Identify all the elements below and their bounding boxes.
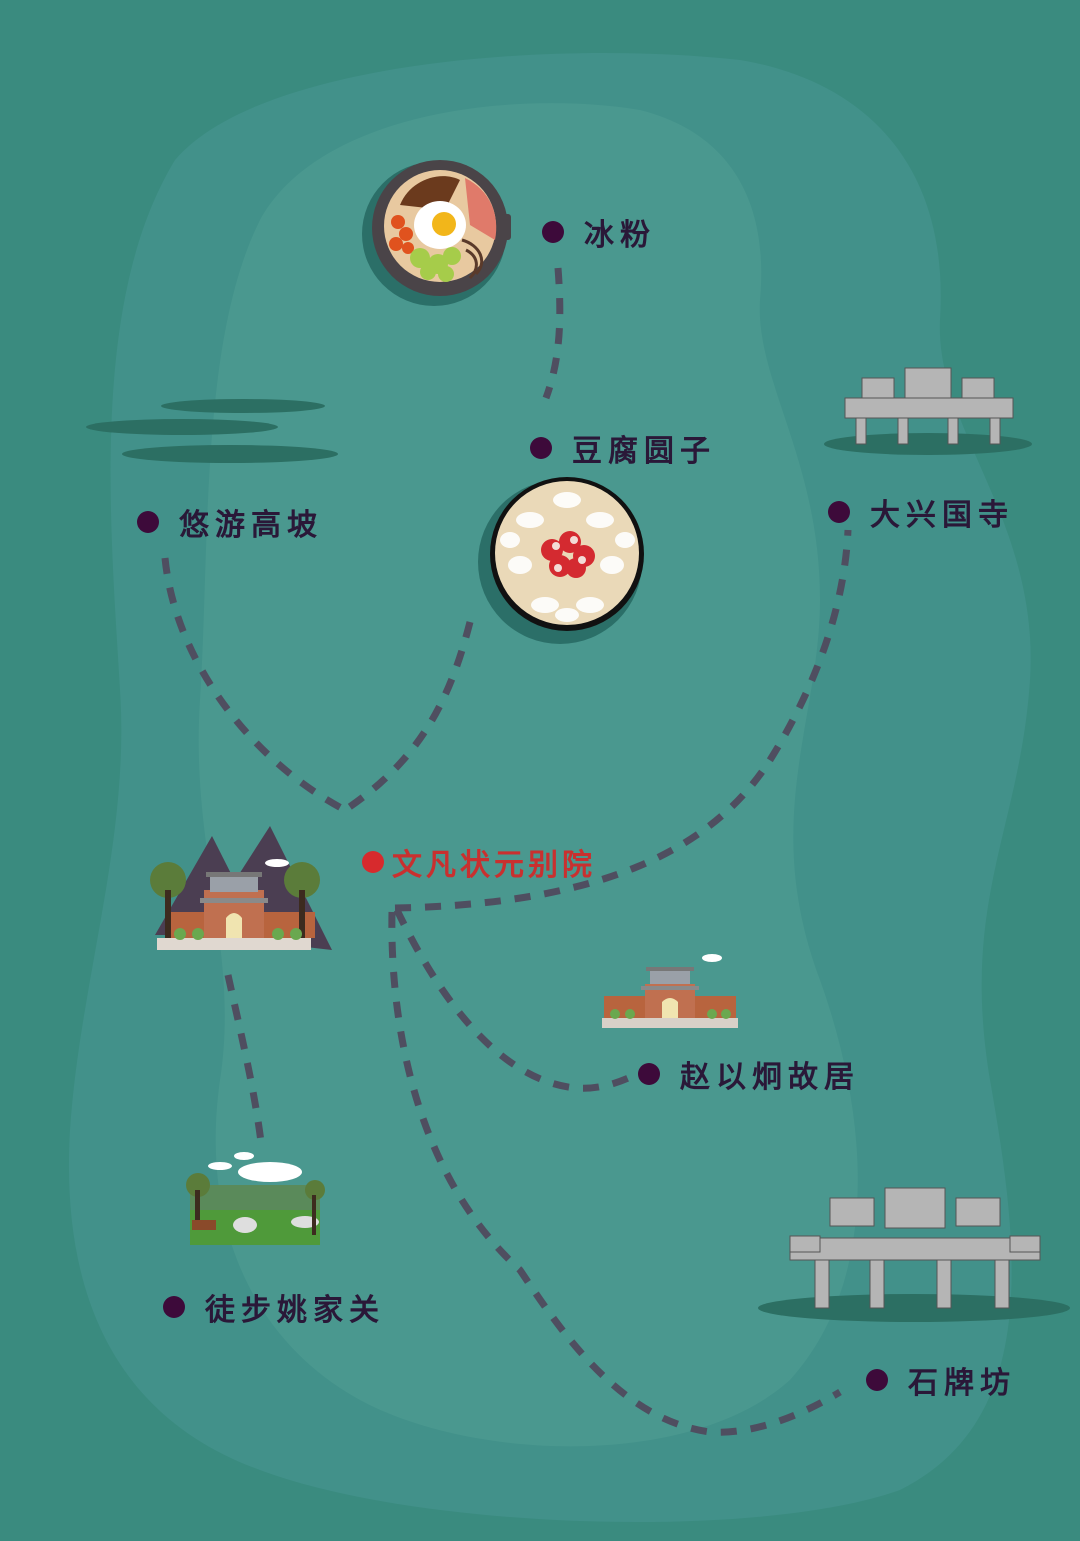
location-bingfen[interactable]: 冰粉 xyxy=(542,210,656,254)
location-dot-icon xyxy=(530,437,552,459)
location-label: 赵以炯故居 xyxy=(680,1060,860,1095)
location-dot-icon xyxy=(866,1369,888,1391)
route-main-daxing xyxy=(394,529,852,912)
route-main-shipaifang xyxy=(388,911,842,1436)
clouds-icon xyxy=(86,399,338,463)
location-dot-icon xyxy=(542,221,564,243)
location-label: 石牌坊 xyxy=(908,1366,1016,1401)
location-dot-icon xyxy=(828,501,850,523)
location-doufu-yuanzi[interactable]: 豆腐圆子 xyxy=(530,426,716,470)
forest-trail-icon xyxy=(186,1152,325,1245)
mountain-temple-icon xyxy=(150,826,332,950)
location-label: 豆腐圆子 xyxy=(572,434,716,469)
location-daxingguo-si[interactable]: 大兴国寺 xyxy=(828,490,1014,534)
bibimbap-bowl-icon xyxy=(362,160,511,306)
location-label: 悠游高坡 xyxy=(179,508,323,543)
memorial-archway-icon xyxy=(824,367,1032,455)
location-dot-icon xyxy=(362,851,384,873)
route-youyou-main xyxy=(161,557,347,814)
route-main-zhao xyxy=(393,908,637,1092)
location-label: 冰粉 xyxy=(584,218,656,253)
location-dot-icon xyxy=(137,511,159,533)
location-zhao-yijiong-guju[interactable]: 赵以炯故居 xyxy=(638,1052,860,1096)
location-wenfan-zhuangyuan-bieyuan[interactable]: 文凡状元别院 xyxy=(362,840,596,884)
dessert-bowl-icon xyxy=(478,477,644,644)
stone-archway-icon xyxy=(758,1187,1070,1322)
location-tubu-yaojiaguan[interactable]: 徒步姚家关 xyxy=(163,1285,385,1329)
location-label: 文凡状元别院 xyxy=(392,848,596,883)
location-dot-icon xyxy=(163,1296,185,1318)
location-label: 徒步姚家关 xyxy=(205,1293,385,1328)
route-bingfen-doufu xyxy=(542,267,564,400)
location-label: 大兴国寺 xyxy=(870,498,1014,533)
location-dot-icon xyxy=(638,1063,660,1085)
location-shipaifang[interactable]: 石牌坊 xyxy=(866,1358,1016,1402)
location-youyou-gaopo[interactable]: 悠游高坡 xyxy=(137,500,323,544)
route-temple-trail xyxy=(224,974,266,1151)
courtyard-house-icon xyxy=(602,954,738,1028)
